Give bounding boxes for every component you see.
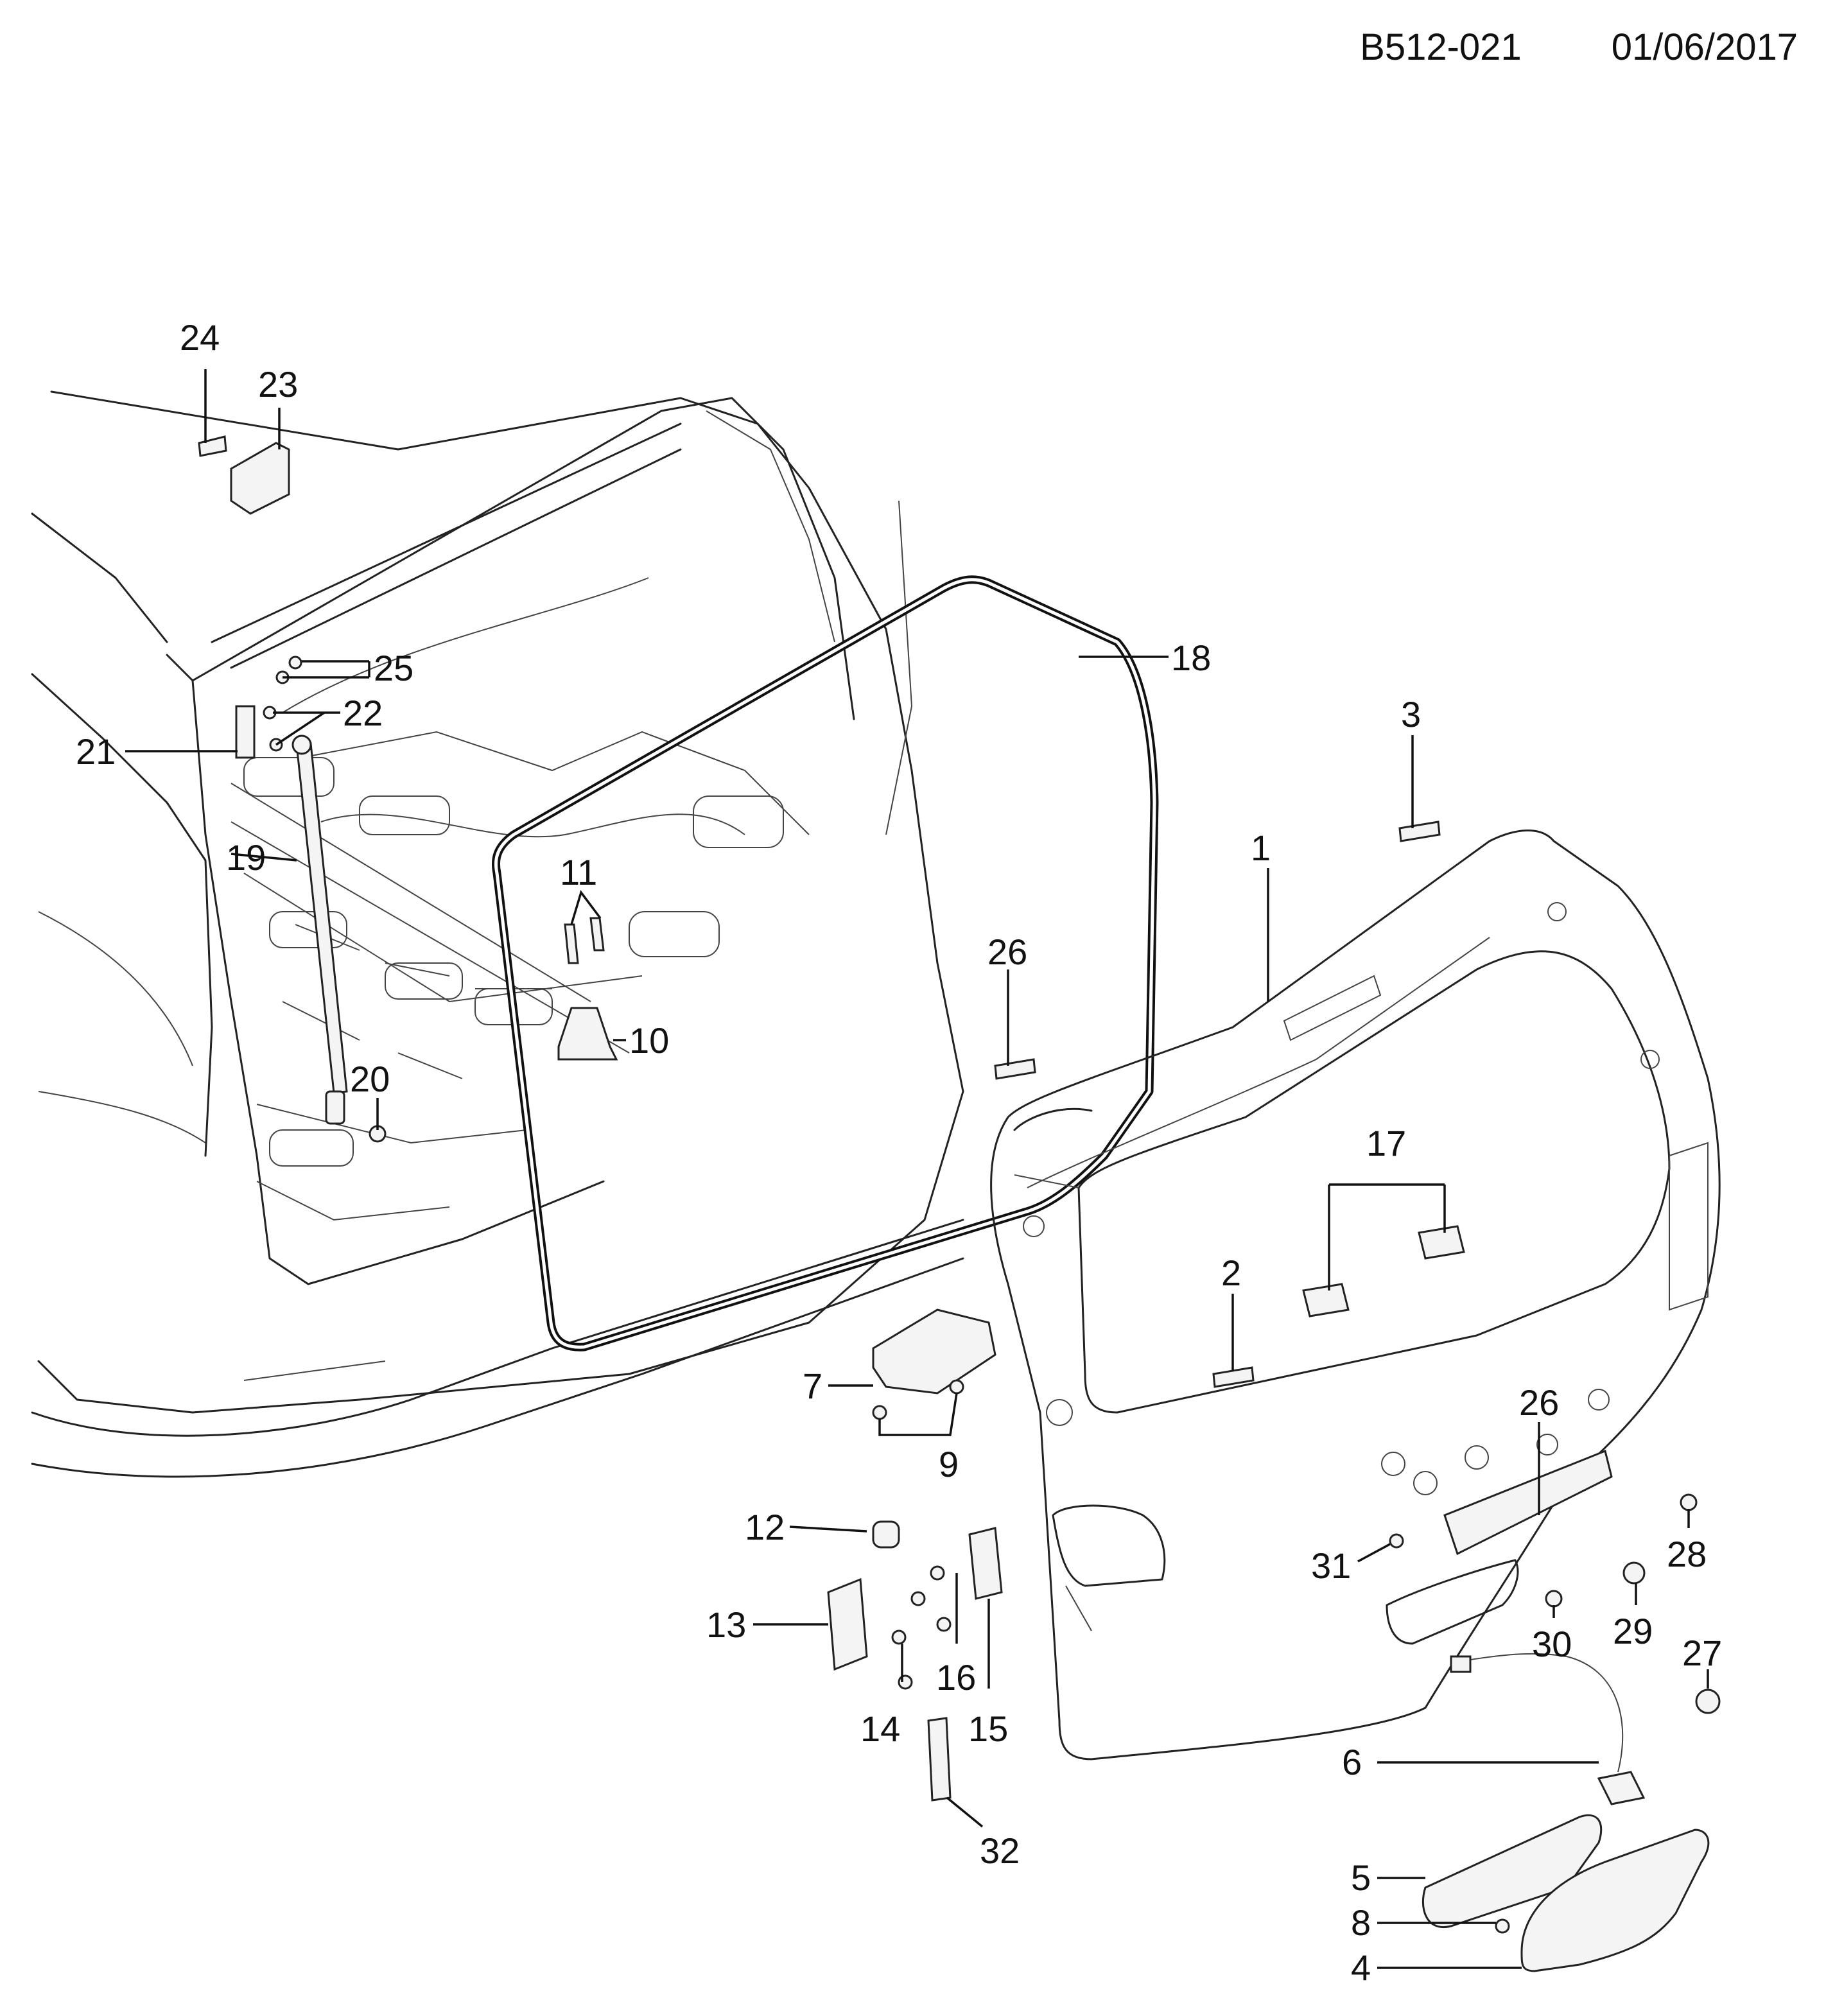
callout-labels: 1 2 3 4 5 6 7 8 9 10 11 12 13 14 15 16 1… <box>76 317 1722 1988</box>
callout-30: 30 <box>1532 1624 1572 1664</box>
callout-26-lower: 26 <box>1519 1382 1559 1423</box>
diagram-code: B512-021 <box>1360 26 1522 68</box>
callout-22: 22 <box>343 693 383 733</box>
callout-21: 21 <box>76 731 116 772</box>
callout-11: 11 <box>560 852 597 892</box>
callout-17: 17 <box>1366 1123 1406 1163</box>
callout-8: 8 <box>1351 1902 1371 1943</box>
callout-4: 4 <box>1351 1947 1371 1988</box>
clip-part-17a <box>1302 1283 1350 1317</box>
callout-2: 2 <box>1221 1253 1241 1293</box>
bolt-part-24 <box>198 435 227 457</box>
callout-29: 29 <box>1613 1611 1653 1651</box>
callout-28: 28 <box>1667 1534 1707 1574</box>
handle-housing-part-4 <box>1520 1829 1710 1972</box>
tailgate-panel <box>990 830 1721 1760</box>
callout-27: 27 <box>1682 1633 1722 1673</box>
striker-part-10 <box>557 1007 618 1061</box>
bracket-part-21 <box>235 705 256 759</box>
bracket-part-32 <box>927 1717 952 1802</box>
callout-7: 7 <box>803 1366 822 1406</box>
callout-25: 25 <box>374 648 413 688</box>
small-parts <box>198 435 1721 1972</box>
callout-6: 6 <box>1342 1742 1362 1782</box>
weatherstrip-seal <box>491 575 1159 1351</box>
callout-16: 16 <box>936 1657 976 1698</box>
callout-32: 32 <box>980 1830 1020 1871</box>
callout-26-upper: 26 <box>987 932 1027 972</box>
hinge-part-23 <box>230 442 290 515</box>
callout-3: 3 <box>1401 694 1421 734</box>
callout-14: 14 <box>860 1708 900 1749</box>
callout-19: 19 <box>226 837 266 878</box>
callout-20: 20 <box>350 1059 390 1099</box>
diagram-date: 01/06/2017 <box>1611 26 1798 68</box>
callout-1: 1 <box>1251 828 1271 868</box>
callout-18: 18 <box>1171 638 1211 678</box>
callout-10: 10 <box>629 1020 669 1061</box>
callout-31: 31 <box>1311 1545 1351 1586</box>
callout-13: 13 <box>706 1604 746 1645</box>
callout-24: 24 <box>180 317 220 358</box>
callout-12: 12 <box>745 1507 785 1547</box>
header: B512-021 01/06/2017 <box>1360 26 1798 69</box>
vehicle-rear-body <box>31 390 964 1478</box>
latch-part-7 <box>872 1308 996 1395</box>
leader-lines <box>125 369 1709 1969</box>
callout-9: 9 <box>939 1444 959 1484</box>
callout-15: 15 <box>968 1708 1008 1749</box>
clip-part-17b <box>1418 1225 1465 1260</box>
bracket-part-13 <box>827 1577 868 1671</box>
bracket-part-26 <box>1443 1449 1613 1556</box>
callout-5: 5 <box>1351 1857 1371 1898</box>
switch-part-15 <box>968 1527 1003 1600</box>
callout-23: 23 <box>258 364 298 404</box>
